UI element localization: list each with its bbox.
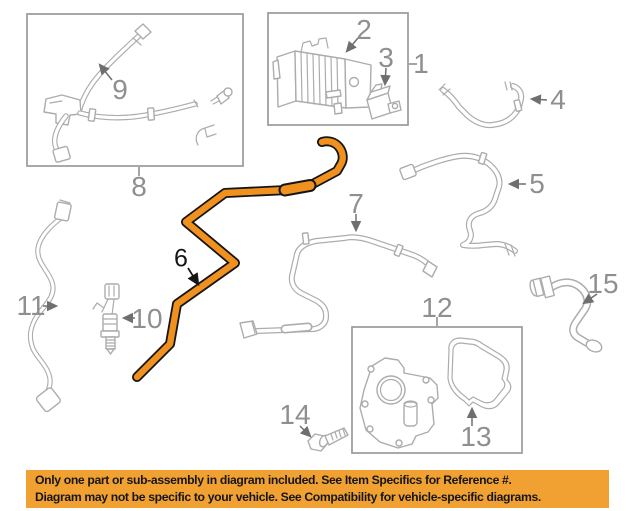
leader-arrows — [43, 37, 598, 438]
part-label-11: 11 — [16, 290, 46, 321]
disclaimer-line-2: Diagram may not be specific to your vehi… — [35, 489, 541, 504]
part-label-8: 8 — [131, 171, 147, 202]
part-label-13: 13 — [460, 421, 492, 452]
part-label-10: 10 — [131, 303, 163, 334]
leader-arrow-15 — [582, 293, 598, 305]
disclaimer-banner: Only one part or sub-assembly in diagram… — [26, 470, 609, 508]
part-2-canister-drawing — [272, 37, 372, 115]
part-14-bolt-drawing — [307, 427, 349, 452]
part-label-14: 14 — [279, 399, 311, 430]
part-13-gasket-drawing — [447, 337, 512, 410]
part-7-hose-drawing — [239, 232, 438, 339]
part-label-12: 12 — [421, 292, 453, 323]
part-label-1: 1 — [413, 48, 429, 79]
leader-arrow-4 — [529, 94, 548, 105]
leader-arrow-14 — [299, 425, 312, 438]
part-9-harness-drawing — [43, 23, 199, 163]
part-label-7: 7 — [348, 188, 364, 219]
part-label-9: 9 — [112, 74, 128, 105]
leader-arrow-2 — [345, 37, 359, 53]
part-label-15: 15 — [587, 268, 619, 299]
part-5-hose-drawing — [399, 151, 518, 257]
part-4-hose-drawing — [438, 81, 525, 129]
clip-drawing — [195, 124, 217, 146]
part-label-4: 4 — [550, 84, 566, 115]
leader-arrow-9 — [98, 63, 113, 81]
part-label-3: 3 — [378, 42, 394, 73]
leader-arrow-6 — [187, 267, 200, 287]
leader-arrow-3 — [380, 67, 391, 87]
part-10-sensor-drawing — [92, 283, 120, 355]
part-6-hose-drawing-highlighted — [132, 136, 348, 382]
disclaimer-line-1: Only one part or sub-assembly in diagram… — [35, 473, 512, 487]
part-11-cable-drawing — [27, 199, 72, 413]
part-label-2: 2 — [356, 14, 372, 45]
grommet-drawing — [210, 87, 233, 105]
part-12-bracket-drawing — [359, 357, 439, 449]
part-label-5: 5 — [529, 168, 545, 199]
part-label-6-highlighted: 6 — [174, 244, 188, 273]
